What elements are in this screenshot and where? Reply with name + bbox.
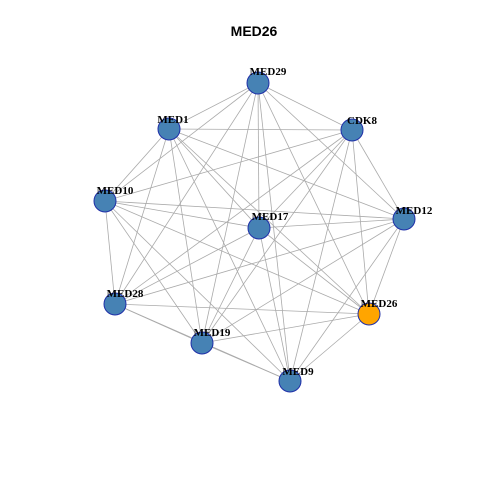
edge-layer — [104, 82, 405, 382]
node-label-med29: MED29 — [250, 66, 287, 78]
edge-med1-med10 — [104, 128, 170, 202]
node-med1[interactable] — [157, 117, 181, 141]
edge-med29-med17 — [257, 82, 260, 229]
edge-med17-med19 — [201, 227, 260, 344]
node-label-med9: MED9 — [282, 366, 314, 378]
edge-med29-med1 — [168, 82, 259, 130]
edge-med10-med26 — [104, 200, 370, 315]
edge-med1-med26 — [168, 128, 370, 315]
edge-med29-med19 — [201, 82, 259, 344]
edge-med12-med28 — [114, 218, 405, 305]
edge-med29-med26 — [257, 82, 370, 315]
node-label-med19: MED19 — [194, 327, 231, 339]
edge-med10-med28 — [104, 200, 116, 305]
node-med26[interactable] — [357, 302, 381, 326]
edge-med17-med9 — [258, 227, 291, 382]
edge-med29-cdk8 — [257, 82, 353, 131]
edge-cdk8-med17 — [258, 129, 353, 229]
edge-med28-med26 — [114, 303, 370, 315]
edge-med17-med26 — [258, 227, 370, 315]
edge-med29-med9 — [257, 82, 291, 382]
edge-med17-med12 — [258, 218, 405, 229]
edge-med12-med26 — [368, 218, 405, 315]
edge-cdk8-med28 — [114, 129, 353, 305]
edge-med1-med9 — [168, 128, 291, 382]
node-label-med17: MED17 — [252, 211, 289, 223]
node-med10[interactable] — [93, 189, 117, 213]
edge-med19-med26 — [201, 313, 370, 344]
node-med28[interactable] — [103, 292, 127, 316]
edge-med1-med19 — [168, 128, 203, 344]
node-med19[interactable] — [190, 331, 214, 355]
node-label-med10: MED10 — [97, 185, 134, 197]
edge-cdk8-med9 — [289, 129, 353, 382]
edge-med10-med9 — [104, 200, 291, 382]
edge-med10-med19 — [104, 200, 203, 344]
node-label-med28: MED28 — [107, 288, 144, 300]
node-med9[interactable] — [278, 369, 302, 393]
node-med29[interactable] — [246, 71, 270, 95]
edge-med29-med10 — [104, 82, 259, 202]
edge-cdk8-med10 — [104, 129, 353, 202]
edge-med19-med9 — [201, 342, 291, 382]
edge-med1-med17 — [168, 128, 260, 229]
edge-med9-med26 — [289, 313, 370, 382]
edge-med29-med28 — [114, 82, 259, 305]
edge-med12-med9 — [289, 218, 405, 382]
edge-med1-cdk8 — [168, 128, 353, 131]
edge-cdk8-med12 — [351, 129, 405, 220]
node-label-cdk8: CDK8 — [347, 115, 377, 127]
edge-med17-med28 — [114, 227, 260, 305]
node-label-med1: MED1 — [157, 114, 188, 126]
edge-med12-med19 — [201, 218, 405, 344]
node-med12[interactable] — [392, 207, 416, 231]
node-med17[interactable] — [247, 216, 271, 240]
edge-cdk8-med19 — [201, 129, 353, 344]
edge-med29-med12 — [257, 82, 405, 220]
node-label-med12: MED12 — [396, 205, 433, 217]
edge-med1-med12 — [168, 128, 405, 220]
node-cdk8[interactable] — [340, 118, 364, 142]
edge-med10-med17 — [104, 200, 260, 229]
graph-title: MED26 — [231, 23, 278, 39]
node-label-med26: MED26 — [361, 298, 398, 310]
edge-med10-med12 — [104, 200, 405, 220]
